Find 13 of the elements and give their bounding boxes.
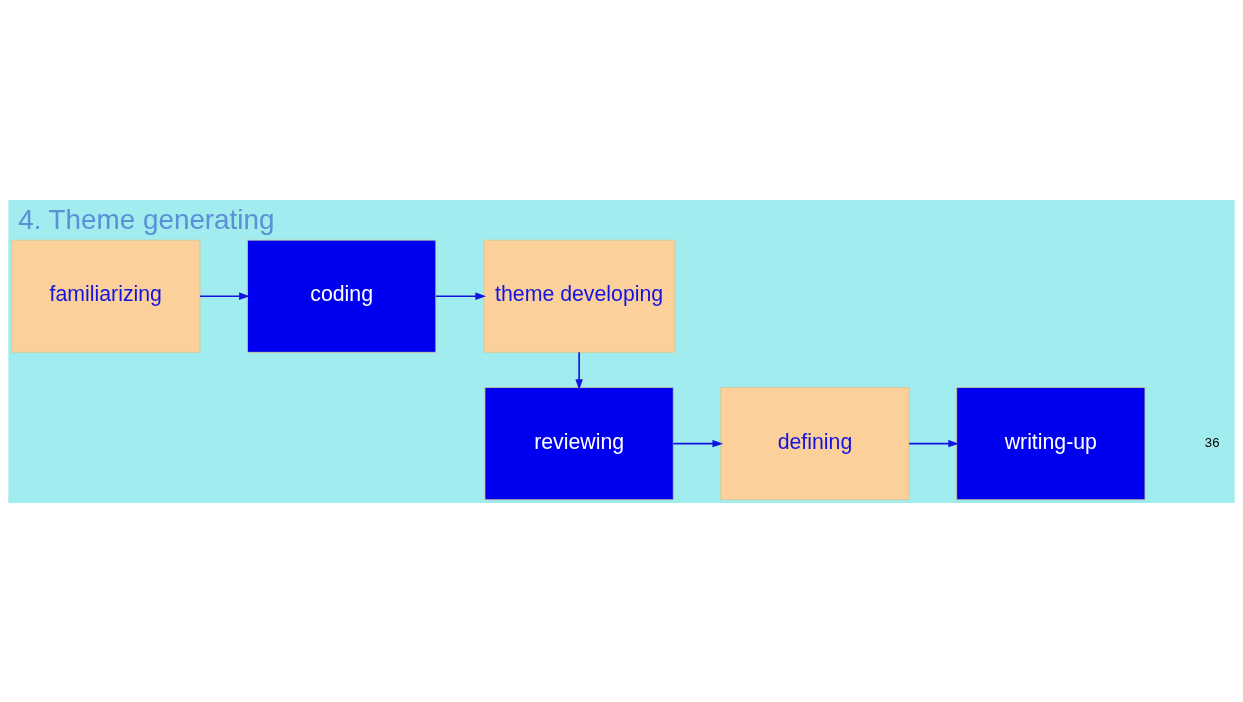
node-box: coding: [247, 239, 437, 353]
arrow: [908, 439, 959, 447]
arrow: [199, 292, 250, 300]
arrow: [672, 439, 724, 447]
diagram-title: 4. Theme generating: [18, 203, 275, 235]
label: 36: [1204, 434, 1220, 450]
node-box: defining: [720, 386, 910, 500]
arrow: [575, 351, 583, 390]
node-box: reviewing: [484, 386, 674, 500]
arrow: [435, 292, 487, 300]
node-box: theme developing: [483, 239, 675, 353]
node-box: writing-up: [956, 386, 1146, 500]
node-box: familiarizing: [11, 239, 201, 353]
